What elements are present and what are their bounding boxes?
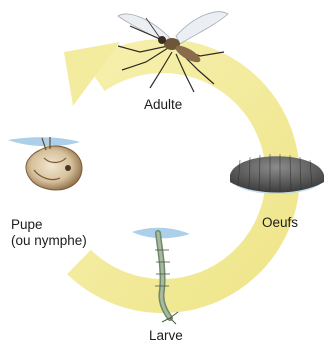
pupa-label: Pupe (ou nymphe) xyxy=(11,217,87,249)
eggs-label: Oeufs xyxy=(262,215,298,231)
eggs-image xyxy=(230,154,324,194)
pupa-label-line1: Pupe xyxy=(11,217,87,233)
larva-label: Larve xyxy=(149,328,183,344)
pupa-image xyxy=(8,137,82,190)
pupa-label-line2: (ou nymphe) xyxy=(11,233,87,249)
adult-label: Adulte xyxy=(144,97,182,113)
